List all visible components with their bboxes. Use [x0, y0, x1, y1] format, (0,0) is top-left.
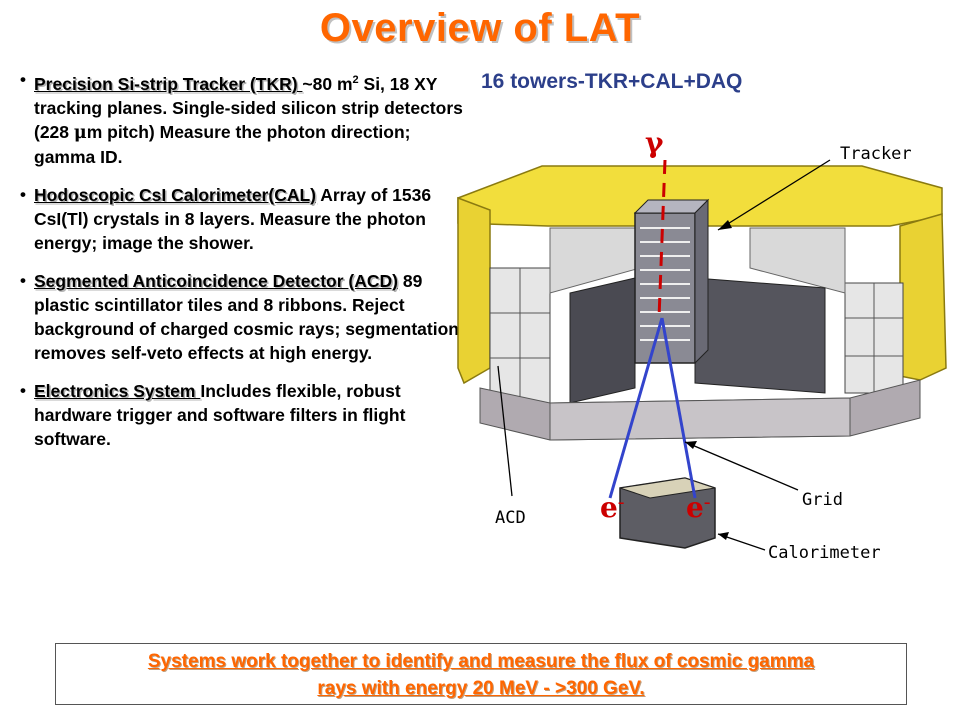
- grid-pointer: [684, 441, 799, 491]
- lat-illustration: [457, 159, 947, 551]
- inner-panel: [749, 227, 846, 294]
- bullet-tracker: • Precision Si-strip Tracker (TKR) ~80 m…: [18, 68, 468, 169]
- acd-blanket-left: [457, 196, 491, 385]
- bullet-heading: Hodoscopic CsI Calorimeter(CAL): [34, 184, 316, 205]
- tracker-pointer: [717, 159, 831, 231]
- summary-line-1: Systems work together to identify and me…: [147, 651, 815, 672]
- bullet-body: Includes flexible, robust hardware trigg…: [34, 380, 406, 449]
- bullet-acd: • Segmented Anticoincidence Detector (AC…: [18, 269, 468, 365]
- bullet-body: ~80 m: [302, 73, 353, 94]
- bullet-heading: Precision Si-strip Tracker (TKR): [34, 73, 303, 94]
- acd-label: ACD: [495, 508, 526, 528]
- bullet-marker: •: [20, 380, 26, 400]
- bullet-body: Array of 1536 CsI(Tl) crystals in 8 laye…: [34, 184, 432, 253]
- electron-track: [608, 317, 664, 499]
- summary-box: Systems work together to identify and me…: [55, 643, 907, 705]
- bullet-heading: Segmented Anticoincidence Detector (ACD): [34, 270, 398, 291]
- positron-track: [660, 317, 697, 499]
- tracker-tower-side: [694, 198, 709, 365]
- bullet-body: Si, 18 XY tracking planes. Single-sided …: [34, 73, 463, 142]
- bullet-marker: •: [20, 270, 26, 290]
- tower-array-dark: [569, 277, 636, 404]
- bullet-electronics: • Electronics System Includes flexible, …: [18, 379, 468, 451]
- mu-symbol: μ: [73, 122, 87, 143]
- gamma-ray-path: [657, 159, 667, 319]
- acd-pointer: [497, 365, 513, 497]
- bullet-body: m pitch) Measure the photon direction; g…: [34, 121, 411, 167]
- tracker-label: Tracker: [840, 144, 912, 164]
- positron-symbol: e–: [686, 491, 711, 524]
- bullet-list: • Precision Si-strip Tracker (TKR) ~80 m…: [18, 68, 468, 465]
- grid-frame: [549, 397, 851, 441]
- bullet-calorimeter: • Hodoscopic CsI Calorimeter(CAL) Array …: [18, 183, 468, 255]
- acd-blanket-right: [899, 213, 947, 381]
- lat-diagram: Tracker ACD Grid Calorimeter γ e– e–: [450, 118, 960, 588]
- slide-title: Overview of LAT: [319, 6, 641, 50]
- bullet-marker: •: [20, 184, 26, 204]
- tower-array-dark: [694, 277, 826, 394]
- calorimeter-label: Calorimeter: [768, 543, 881, 563]
- towers-subtitle: 16 towers-TKR+CAL+DAQ: [481, 70, 743, 93]
- bullet-marker: •: [20, 70, 26, 89]
- gamma-symbol: γ: [645, 126, 664, 159]
- bullet-heading: Electronics System: [34, 380, 201, 401]
- grid-label: Grid: [802, 490, 843, 510]
- superscript: 2: [352, 74, 359, 86]
- summary-line-2: rays with energy 20 MeV - >300 GeV.: [317, 678, 645, 699]
- bullet-body: 89 plastic scintillator tiles and 8 ribb…: [34, 270, 459, 363]
- electron-symbol: e–: [600, 491, 625, 524]
